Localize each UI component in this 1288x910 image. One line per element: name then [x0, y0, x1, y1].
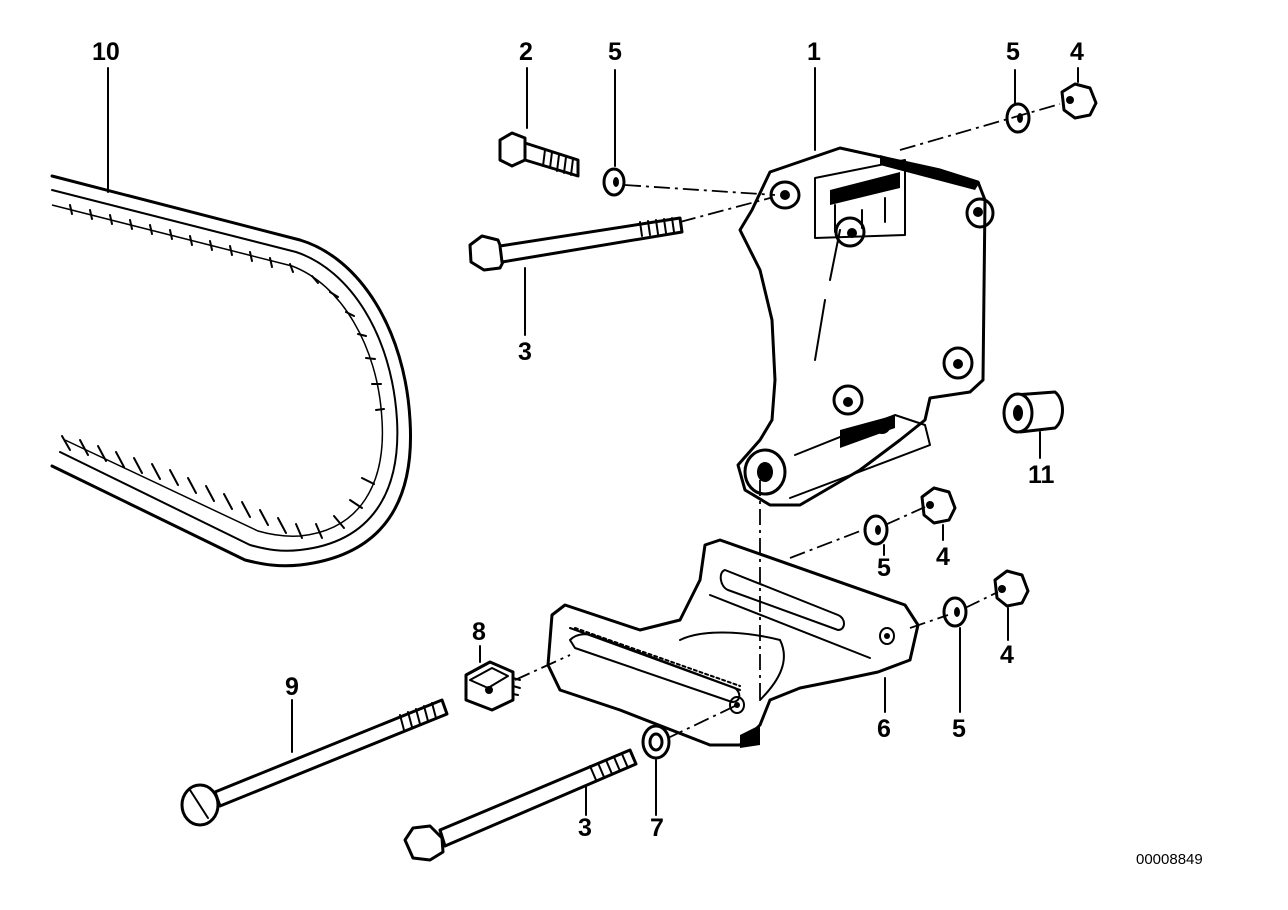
mounting-bracket-part-1: [736, 146, 995, 507]
long-bolt-part-3-lower: [403, 748, 638, 862]
v-belt-part-10: [50, 174, 413, 568]
assembly-axes: [514, 103, 1061, 739]
nut-part-4-c: [993, 569, 1030, 641]
nut-part-4-a: [1060, 67, 1098, 120]
washer-part-5-b: [1005, 69, 1031, 134]
callout-6: 6: [877, 715, 891, 743]
drawing-number: 00008849: [1136, 851, 1203, 868]
callout-4-c: 4: [1000, 641, 1014, 669]
callout-8: 8: [472, 618, 486, 646]
square-nut-part-8: [464, 645, 521, 712]
washer-part-5-c: [863, 514, 889, 556]
washer-part-5-a: [602, 69, 626, 197]
callout-3-a: 3: [518, 338, 532, 366]
adjuster-plate-part-6: [546, 538, 920, 748]
callout-7: 7: [650, 814, 664, 842]
callout-4-b: 4: [936, 543, 950, 571]
callout-3-b: 3: [578, 814, 592, 842]
callout-10: 10: [92, 38, 120, 66]
nut-part-4-b: [920, 486, 957, 541]
callout-9: 9: [285, 673, 299, 701]
callout-5-a: 5: [608, 38, 622, 66]
washer-part-7: [641, 724, 671, 816]
callout-11: 11: [1028, 461, 1055, 489]
washer-part-5-d: [942, 596, 968, 713]
bolt-part-2: [498, 67, 580, 178]
callout-5-d: 5: [952, 715, 966, 743]
callout-1: 1: [807, 38, 821, 66]
long-bolt-part-3-upper: [468, 216, 684, 336]
callout-5-c: 5: [877, 554, 891, 582]
callout-2: 2: [519, 38, 533, 66]
callout-5-b: 5: [1006, 38, 1020, 66]
sleeve-part-11: [1002, 390, 1064, 459]
callout-4-a: 4: [1070, 38, 1084, 66]
adjusting-screw-part-9: [180, 698, 449, 827]
